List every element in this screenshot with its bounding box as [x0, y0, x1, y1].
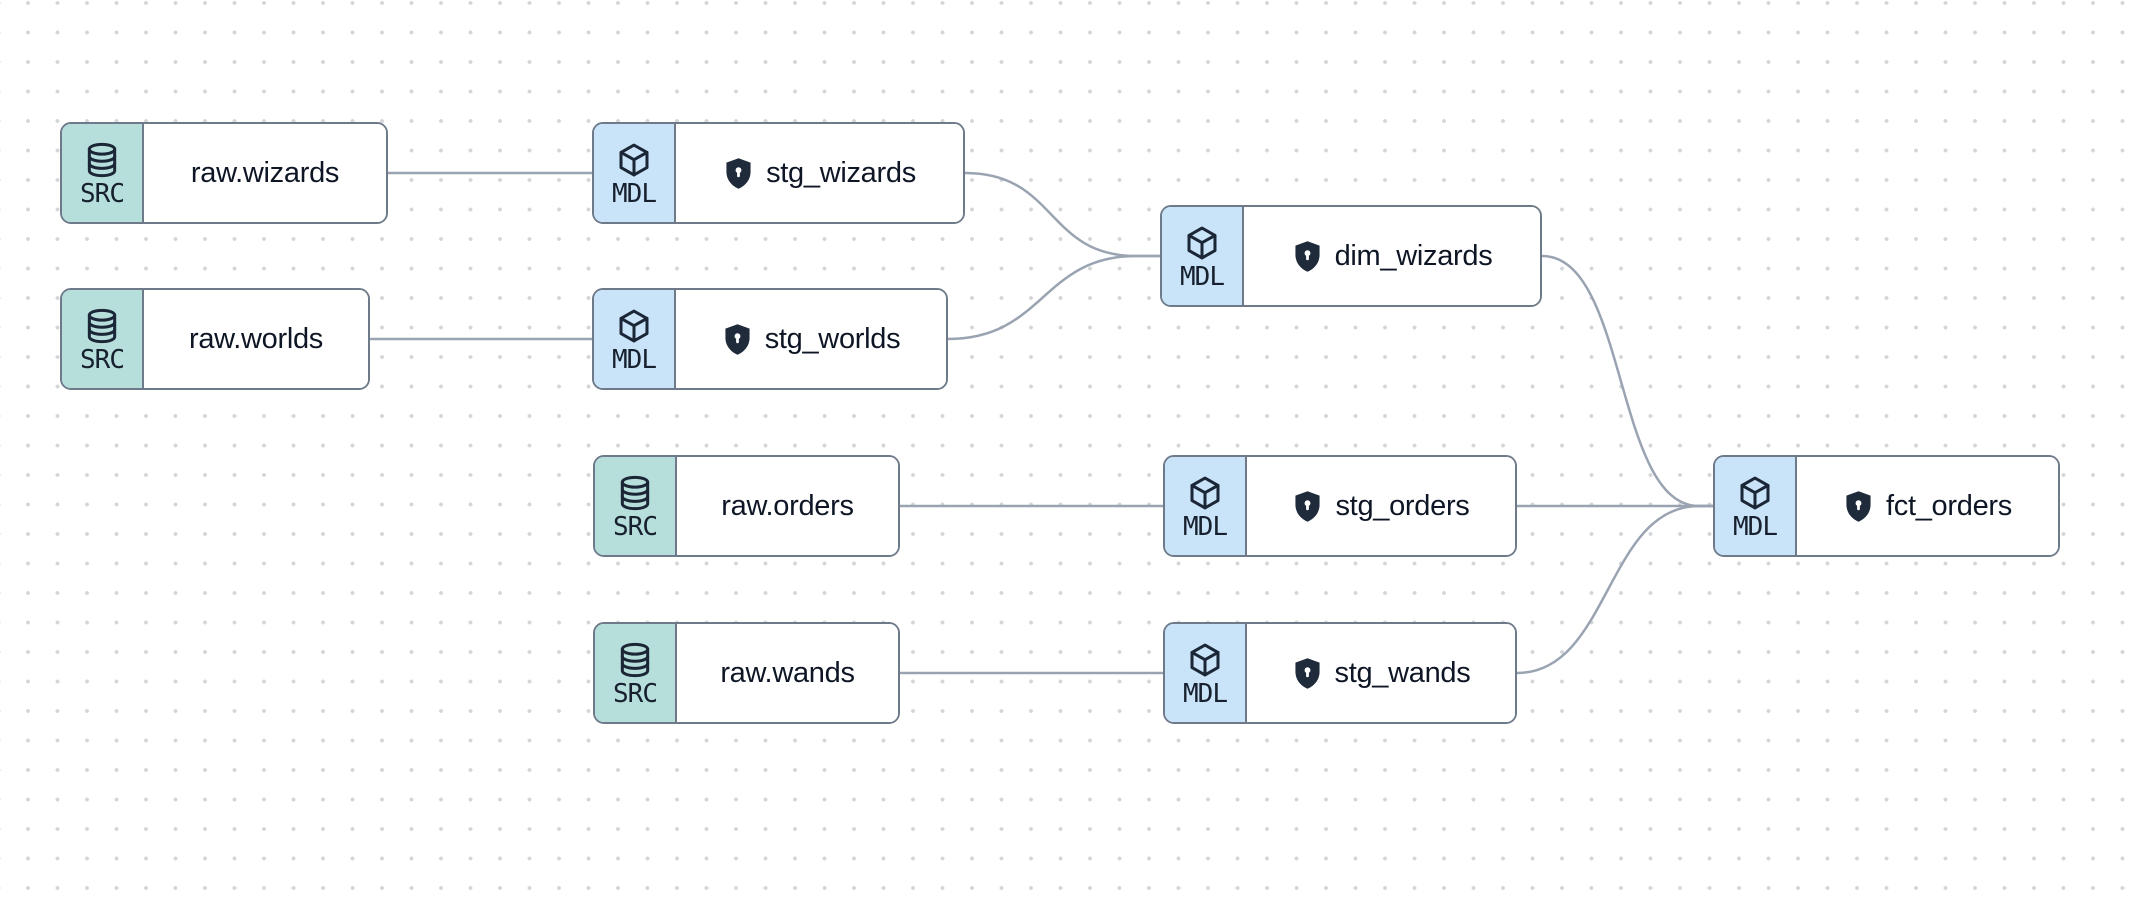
node-name: stg_worlds	[764, 322, 901, 355]
shield-lock-icon	[723, 157, 754, 190]
shield-lock-icon	[1292, 240, 1323, 273]
node-name: raw.wands	[720, 656, 855, 689]
node-name: fct_orders	[1886, 489, 2012, 522]
node-body: raw.wands	[677, 624, 898, 722]
node-type-label: MDL	[1183, 678, 1228, 709]
node-type-badge: SRC	[62, 290, 144, 388]
cube-icon	[1736, 474, 1774, 512]
node-dim-wizards[interactable]: MDL dim_wizards	[1160, 205, 1542, 307]
node-type-badge: MDL	[1715, 457, 1797, 555]
shield-lock-icon	[722, 323, 753, 356]
node-type-label: MDL	[612, 178, 657, 209]
node-type-badge: MDL	[594, 290, 676, 388]
node-body: stg_worlds	[676, 290, 946, 388]
node-stg-worlds[interactable]: MDL stg_worlds	[592, 288, 948, 390]
node-body: raw.worlds	[144, 290, 368, 388]
node-body: stg_orders	[1247, 457, 1515, 555]
cube-icon	[615, 141, 653, 179]
node-type-label: SRC	[80, 178, 125, 209]
node-stg-orders[interactable]: MDL stg_orders	[1163, 455, 1517, 557]
shield-lock-icon	[1843, 490, 1874, 523]
cube-icon	[1186, 641, 1224, 679]
edge-dim_wizards-to-fct_orders	[1541, 254, 1713, 508]
node-name: raw.orders	[721, 489, 854, 522]
node-body: fct_orders	[1797, 457, 2058, 555]
node-name: stg_wands	[1334, 656, 1471, 689]
database-icon	[616, 474, 654, 512]
shield-lock-icon	[1292, 490, 1323, 523]
node-body: stg_wands	[1247, 624, 1515, 722]
shield-lock-icon	[1292, 657, 1323, 690]
node-type-label: SRC	[80, 344, 125, 375]
node-raw-wands[interactable]: SRC raw.wands	[593, 622, 900, 724]
node-raw-wizards[interactable]: SRC raw.wizards	[60, 122, 388, 224]
node-name: raw.worlds	[189, 322, 323, 355]
database-icon	[83, 307, 121, 345]
node-body: stg_wizards	[676, 124, 963, 222]
cube-icon	[615, 307, 653, 345]
node-stg-wands[interactable]: MDL stg_wands	[1163, 622, 1517, 724]
node-type-label: SRC	[613, 511, 658, 542]
database-icon	[616, 641, 654, 679]
database-icon	[83, 141, 121, 179]
node-type-label: SRC	[613, 678, 658, 709]
node-body: dim_wizards	[1244, 207, 1540, 305]
edge-stg_wizards-to-dim_wizards	[964, 171, 1160, 258]
cube-icon	[1186, 474, 1224, 512]
edge-stg_worlds-to-dim_wizards	[947, 254, 1160, 341]
node-body: raw.wizards	[144, 124, 386, 222]
node-type-label: MDL	[1733, 511, 1778, 542]
node-type-label: MDL	[1183, 511, 1228, 542]
node-type-badge: MDL	[594, 124, 676, 222]
node-type-badge: SRC	[595, 457, 677, 555]
node-name: stg_wizards	[766, 156, 916, 189]
node-type-badge: MDL	[1165, 624, 1247, 722]
cube-icon	[1183, 224, 1221, 262]
node-name: raw.wizards	[190, 156, 340, 189]
node-body: raw.orders	[677, 457, 898, 555]
node-stg-wizards[interactable]: MDL stg_wizards	[592, 122, 965, 224]
node-type-label: MDL	[1180, 261, 1225, 292]
node-fct-orders[interactable]: MDL fct_orders	[1713, 455, 2060, 557]
node-type-label: MDL	[612, 344, 657, 375]
edge-stg_wands-to-fct_orders	[1516, 504, 1713, 675]
node-raw-orders[interactable]: SRC raw.orders	[593, 455, 900, 557]
node-name: stg_orders	[1335, 489, 1470, 522]
node-type-badge: SRC	[595, 624, 677, 722]
node-type-badge: MDL	[1162, 207, 1244, 305]
node-raw-worlds[interactable]: SRC raw.worlds	[60, 288, 370, 390]
node-type-badge: SRC	[62, 124, 144, 222]
node-name: dim_wizards	[1334, 239, 1493, 272]
node-type-badge: MDL	[1165, 457, 1247, 555]
